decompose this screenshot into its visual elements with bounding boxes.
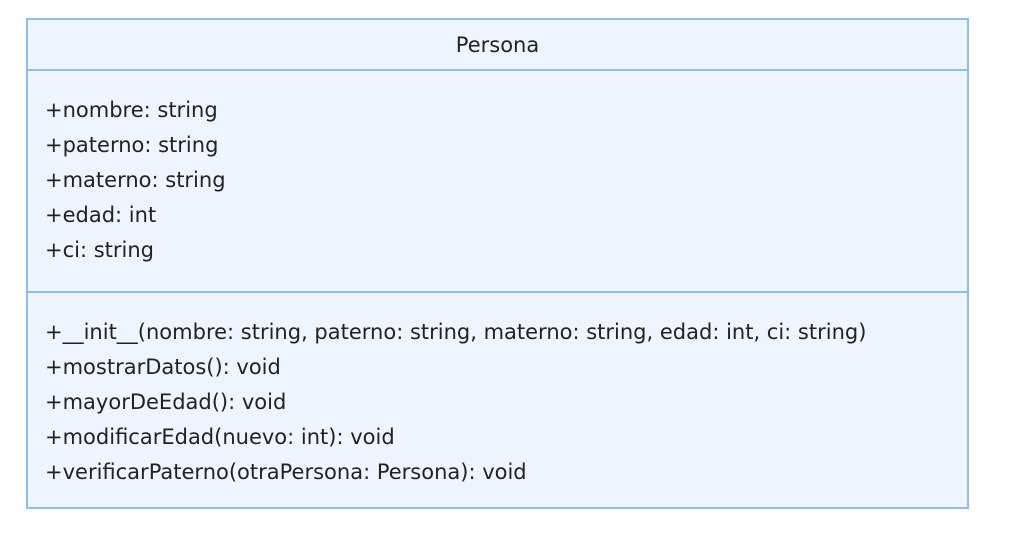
class-name: Persona: [455, 32, 540, 57]
method-init: +__init__(nombre: string, paterno: strin…: [45, 320, 867, 344]
method-modificar-edad: +modificarEdad(nuevo: int): void: [45, 425, 395, 449]
attributes-compartment: +nombre: string +paterno: string +matern…: [28, 71, 967, 293]
attribute-edad: +edad: int: [45, 203, 157, 227]
method-mayor-de-edad: +mayorDeEdad(): void: [45, 390, 287, 414]
attribute-ci: +ci: string: [45, 238, 155, 262]
attribute-materno: +materno: string: [45, 168, 226, 192]
uml-class-persona[interactable]: Persona +nombre: string +paterno: string…: [26, 18, 969, 509]
methods-compartment: +__init__(nombre: string, paterno: strin…: [28, 293, 967, 490]
class-header: Persona: [28, 20, 967, 71]
attribute-paterno: +paterno: string: [45, 133, 219, 157]
method-verificar-paterno: +verificarPaterno(otraPersona: Persona):…: [45, 460, 527, 484]
attribute-nombre: +nombre: string: [45, 98, 218, 122]
method-mostrar-datos: +mostrarDatos(): void: [45, 355, 281, 379]
